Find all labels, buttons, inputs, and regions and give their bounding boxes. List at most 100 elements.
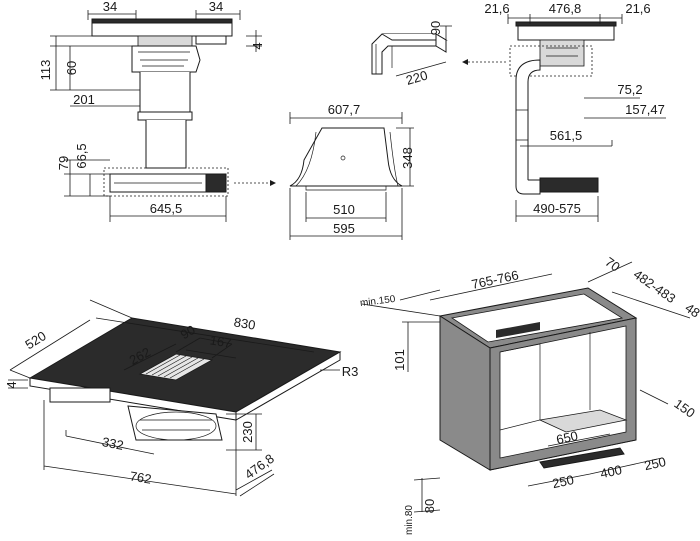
dim-70: 70 xyxy=(602,254,622,275)
dim-157-47: 157,47 xyxy=(625,102,665,117)
cabinet-shelf xyxy=(538,409,628,433)
channel-end xyxy=(205,173,227,193)
hob-side-edge xyxy=(235,351,341,421)
connector-arrow-head xyxy=(462,59,468,65)
hob-body xyxy=(91,21,233,37)
dim-150: 150 xyxy=(671,396,697,421)
dim-220: 220 xyxy=(404,67,429,87)
dim-48: 48 xyxy=(682,300,700,321)
motor-front-detail xyxy=(546,47,578,57)
dim-765-766: 765-766 xyxy=(470,267,520,292)
channel-height-dims xyxy=(64,159,110,197)
extractor-housing xyxy=(137,35,193,47)
dim-21-6-left: 21,6 xyxy=(484,1,509,16)
cover-hole xyxy=(340,155,346,161)
dim-595: 595 xyxy=(333,221,355,236)
dim-561-5: 561,5 xyxy=(550,128,583,143)
dim-400: 400 xyxy=(599,462,623,481)
hob-perspective-figure: 520 830 90 262 167 R3 4 230 332 762 476,… xyxy=(4,299,359,497)
dim-830: 830 xyxy=(233,314,257,332)
dim-21-6-right: 21,6 xyxy=(625,1,650,16)
dim-650: 650 xyxy=(555,428,579,447)
dim-650-line xyxy=(547,433,611,447)
dim-90-line xyxy=(440,25,452,40)
dim-min80: min.80 xyxy=(404,505,415,535)
dim-262-line xyxy=(123,343,177,371)
fan-detail xyxy=(140,419,212,431)
dim-607-line xyxy=(289,112,403,124)
dim-332-line xyxy=(65,430,155,455)
dim-490-575: 490-575 xyxy=(533,201,581,216)
dim-348: 348 xyxy=(400,147,415,169)
dim-250-right: 250 xyxy=(643,454,667,473)
dim-230-line xyxy=(226,413,262,451)
dim-476-8: 476,8 xyxy=(549,1,582,16)
dim-332: 332 xyxy=(101,434,125,453)
duct-upper xyxy=(139,72,191,113)
dim-167-line xyxy=(185,349,237,359)
duct-front xyxy=(515,59,541,187)
motor-front xyxy=(539,39,585,67)
bottom-dims-line xyxy=(527,457,663,487)
left-dims xyxy=(50,35,140,91)
dim-607-7: 607,7 xyxy=(328,102,361,117)
dim-min150: min.150 xyxy=(359,294,396,309)
dim-min150-line xyxy=(361,289,441,317)
side-view-figure: 34 34 4 113 60 201 79 66,5 645,5 xyxy=(38,0,276,222)
connector-figure: 90 220 xyxy=(371,21,506,88)
duct-lower xyxy=(145,120,187,169)
hob-bracket xyxy=(195,35,227,45)
dim-113: 113 xyxy=(38,60,53,81)
dim-595-line xyxy=(289,188,403,240)
right-dims-front xyxy=(520,97,666,147)
dim-765-line xyxy=(429,273,553,301)
cover-base xyxy=(305,186,387,191)
dim-66-5: 66,5 xyxy=(74,143,89,168)
duct-bend xyxy=(515,179,541,195)
dim-167: 167 xyxy=(209,332,233,350)
dim-520-line xyxy=(9,299,133,379)
cabinet-cutout xyxy=(450,293,624,343)
detail-arrow-head xyxy=(270,180,276,186)
top-dims-front xyxy=(507,14,623,24)
motor-detail xyxy=(138,51,190,67)
dim-510-line xyxy=(305,192,387,222)
fan-outline xyxy=(135,411,217,441)
dim-150-line xyxy=(639,389,669,405)
dim-34-right: 34 xyxy=(209,0,223,14)
dim-101-line xyxy=(402,321,440,372)
motor-unit xyxy=(131,45,201,73)
channel-detail-box xyxy=(103,167,229,197)
hob-slot xyxy=(496,322,540,338)
top-dims xyxy=(87,10,241,20)
dim-90-line xyxy=(175,337,233,359)
cabinet-inner-lines xyxy=(499,332,591,431)
dim-75-2: 75,2 xyxy=(617,82,642,97)
dim-762-line xyxy=(43,400,237,496)
hob-glass xyxy=(91,18,233,24)
dim-80-line xyxy=(413,477,441,513)
hood-cover-figure: 607,7 348 510 595 xyxy=(289,102,415,240)
dim-79: 79 xyxy=(56,156,71,170)
dim-4-line xyxy=(8,379,28,389)
dim-201: 201 xyxy=(73,92,95,107)
dim-482-line xyxy=(587,261,691,319)
dim-510: 510 xyxy=(333,202,355,217)
cabinet-bottom xyxy=(489,439,637,471)
dim-101: 101 xyxy=(392,349,407,371)
dim-830-line xyxy=(95,317,315,353)
duct-joint-front xyxy=(516,109,528,141)
dim-220-line xyxy=(395,61,447,77)
plinth-vent xyxy=(539,447,625,469)
dim-4: 4 xyxy=(250,42,265,49)
dim-645 xyxy=(109,196,227,222)
dim-60: 60 xyxy=(64,61,79,75)
under-box xyxy=(49,387,111,403)
cabinet-figure: min.150 765-766 70 482-483 48 101 150 65… xyxy=(359,254,700,535)
cover-curves xyxy=(295,131,399,187)
grille-slats xyxy=(145,354,205,379)
outlet-front xyxy=(539,177,599,193)
connector-detail xyxy=(375,44,393,74)
dim-r3: R3 xyxy=(342,364,359,379)
